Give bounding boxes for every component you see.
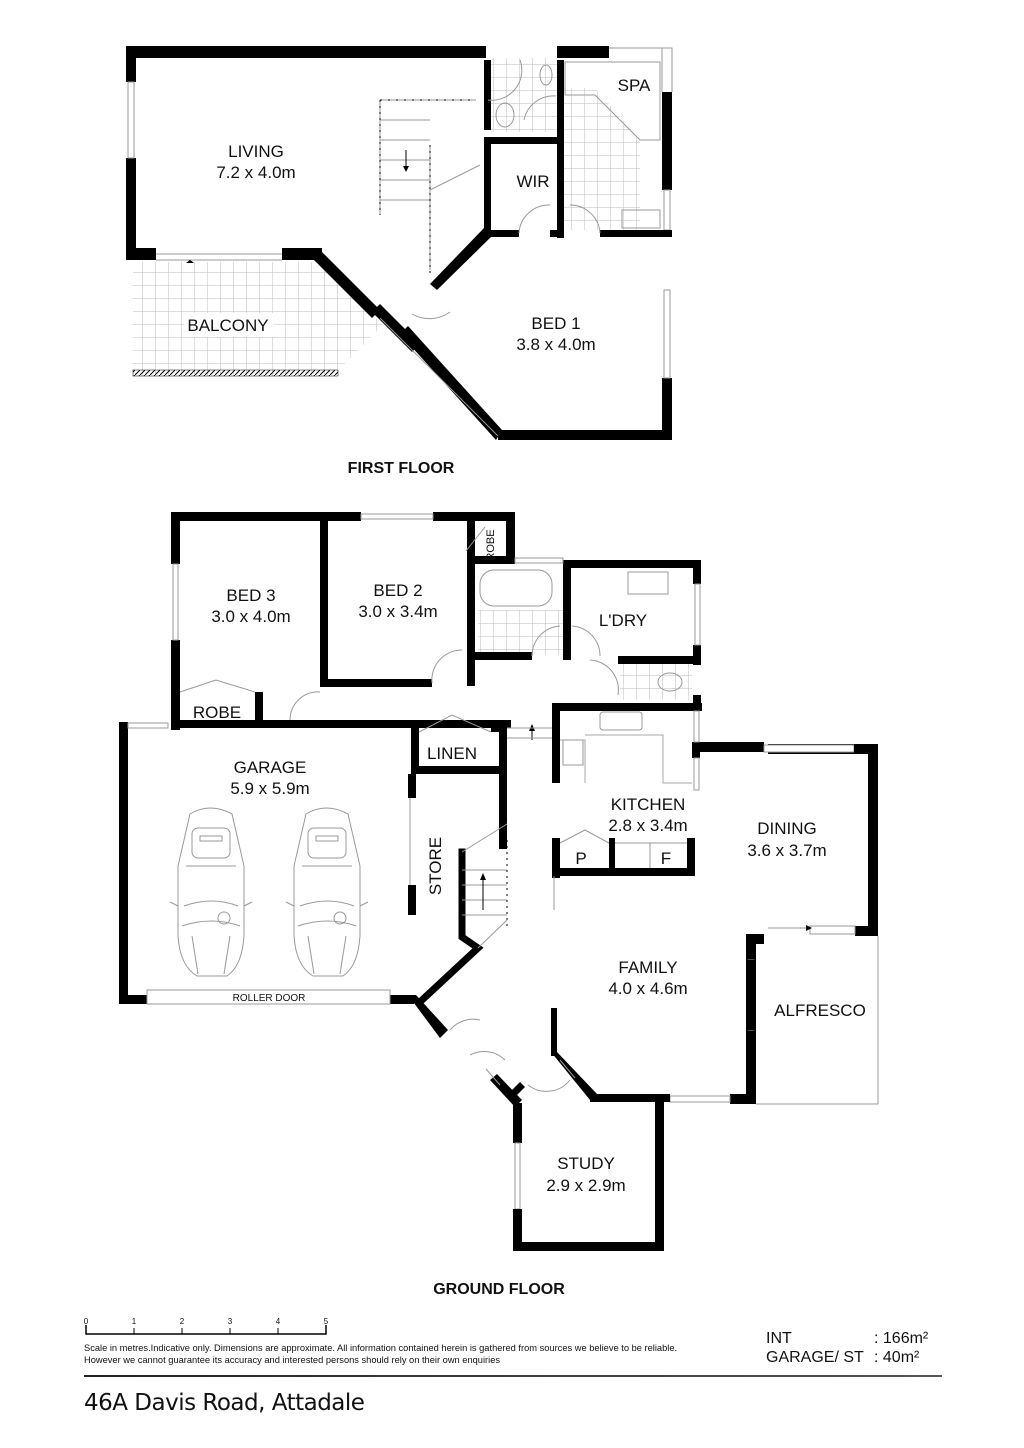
room-dims-bed3: 3.0 x 4.0m: [211, 607, 290, 626]
room-name-living: LIVING: [228, 142, 284, 161]
area-row-garage: GARAGE/ ST : 40m²: [766, 1348, 928, 1367]
room-name-bed2: BED 2: [373, 581, 422, 600]
staircase-ground-floor: [417, 823, 508, 1005]
area-label: INT: [766, 1330, 792, 1347]
room-dims-bed2: 3.0 x 3.4m: [358, 602, 437, 621]
room-name-store: STORE: [426, 837, 445, 895]
staircase-first-floor: [379, 99, 481, 275]
room-name-laundry: L'DRY: [599, 611, 647, 630]
room-dims-study: 2.9 x 2.9m: [546, 1176, 625, 1195]
balcony-balustrade: [132, 369, 339, 377]
room-dims-living: 7.2 x 4.0m: [216, 163, 295, 182]
room-dims-family: 4.0 x 4.6m: [608, 979, 687, 998]
room-dims-bed1: 3.8 x 4.0m: [516, 335, 595, 354]
area-label: GARAGE/ ST: [766, 1349, 864, 1366]
scale-bar: 0 1 2 3 4 5: [84, 1317, 329, 1335]
ground-floor-plan: [119, 512, 879, 1251]
room-name-dining: DINING: [757, 819, 817, 838]
area-value: : 166m²: [874, 1330, 929, 1347]
footer-divider: [84, 1375, 942, 1377]
wc-tiles: [620, 660, 692, 700]
disclaimer-text: Scale in metres.Indicative only. Dimensi…: [84, 1343, 678, 1365]
car-right-icon: [285, 807, 369, 977]
room-dims-kitchen: 2.8 x 3.4m: [608, 816, 687, 835]
room-name-alfresco: ALFRESCO: [774, 1001, 866, 1020]
room-name-balcony: BALCONY: [187, 316, 268, 335]
room-name-bed1: BED 1: [531, 314, 580, 333]
room-name-family: FAMILY: [618, 958, 677, 977]
room-name-pantry: P: [575, 849, 586, 868]
bathroom-tiles: [478, 610, 563, 655]
room-name-linen: LINEN: [427, 744, 477, 763]
first-floor-title: FIRST FLOOR: [348, 460, 455, 477]
car-left-icon: [169, 807, 253, 977]
room-name-bed3: BED 3: [226, 586, 275, 605]
area-row-internal: INT : 166m²: [766, 1329, 928, 1348]
scale-tick-3: 3: [228, 1317, 233, 1326]
property-address: 46A Davis Road, Attadale: [84, 1390, 365, 1416]
room-name-kitchen: KITCHEN: [611, 795, 686, 814]
room-name-spa: SPA: [618, 76, 651, 95]
room-name-fridge: F: [661, 849, 671, 868]
area-value: : 40m²: [874, 1349, 920, 1366]
room-dims-garage: 5.9 x 5.9m: [230, 779, 309, 798]
scale-tick-1: 1: [132, 1317, 137, 1326]
scale-tick-2: 2: [180, 1317, 185, 1326]
room-name-garage: GARAGE: [234, 758, 307, 777]
spa-room-tiles: [562, 88, 640, 230]
area-summary: INT : 166m² GARAGE/ ST : 40m²: [766, 1329, 928, 1367]
room-name-robe-bed3: ROBE: [193, 703, 241, 722]
ensuite-tiles: [488, 58, 558, 132]
room-name-wir: WIR: [516, 172, 549, 191]
scale-tick-0: 0: [84, 1317, 89, 1326]
ground-floor-title: GROUND FLOOR: [433, 1281, 565, 1298]
roller-door-label: ROLLER DOOR: [233, 993, 306, 1004]
scale-tick-4: 4: [276, 1317, 281, 1326]
room-name-study: STUDY: [557, 1154, 615, 1173]
scale-tick-5: 5: [324, 1317, 329, 1326]
room-dims-dining: 3.6 x 3.7m: [747, 841, 826, 860]
first-floor-plan: [126, 46, 673, 440]
room-name-robe-bed2: ROBE: [485, 529, 497, 560]
